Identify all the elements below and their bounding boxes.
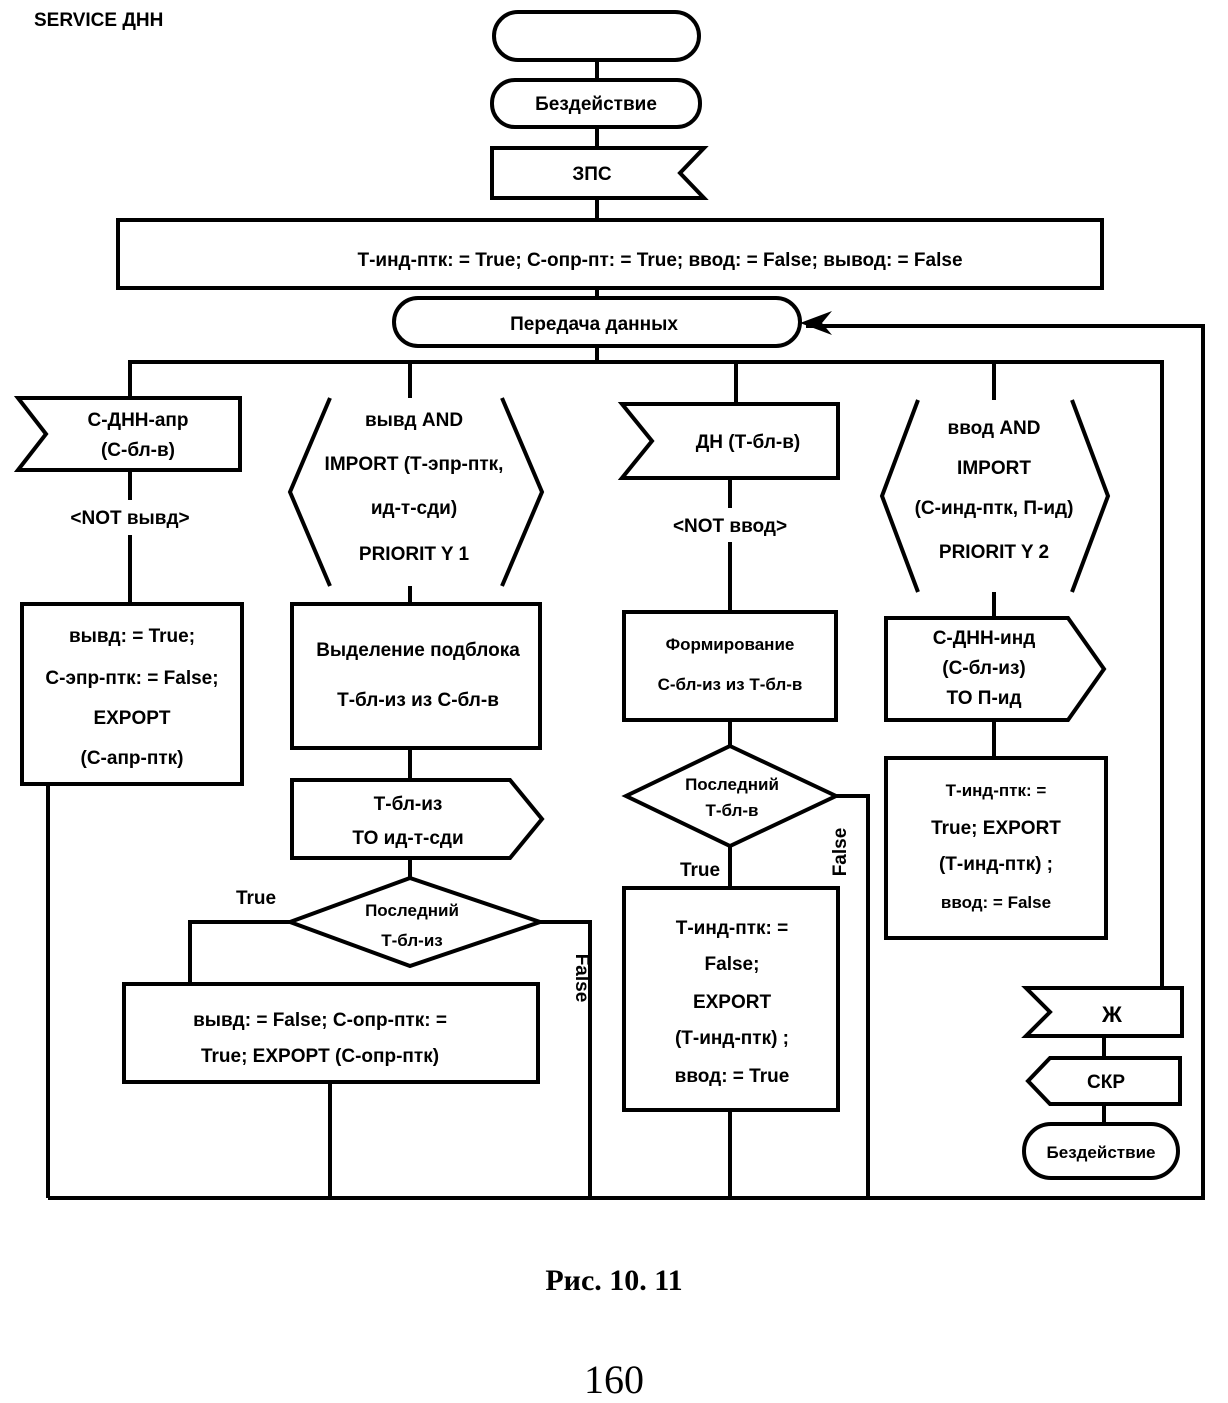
svg-text:Формирование: Формирование [666,635,795,654]
svg-text:вывд AND: вывд AND [365,410,463,431]
input-signal-dn: ДН (Т-бл-в) [617,402,840,480]
decision-last-tbl-v: Последний Т-бл-в [621,743,841,849]
connector-lines [46,60,1205,1200]
svg-text:Т-бл-в: Т-бл-в [705,801,758,820]
svg-text:Т-бл-из: Т-бл-из [381,931,442,950]
svg-text:(С-апр-птк): (С-апр-птк) [81,748,184,769]
data-transfer-label: Передача данных [510,314,678,335]
svg-text:TO ид-т-сди: TO ид-т-сди [352,828,463,849]
branch3-true-label: True [680,860,720,881]
output-signal-skr: СКР [1025,1056,1182,1106]
svg-text:Выделение подблока: Выделение подблока [316,640,520,661]
arrowhead-icon [800,311,832,335]
svg-text:Т-бл-из из С-бл-в: Т-бл-из из С-бл-в [337,690,499,711]
figure-caption: Рис. 10. 11 [545,1264,683,1297]
init-task-label: Т-инд-птк: = True; С-опр-пт: = True; вво… [357,250,962,271]
continuous-signal-priority-1: вывд AND IMPORT (Т-эпр-птк, ид-т-сди) PR… [287,397,545,587]
branch2-false-label: False [571,954,592,1003]
svg-text:Т-инд-птк: =: Т-инд-птк: = [676,918,788,939]
output-signal-tbl-iz: Т-бл-из TO ид-т-сди [290,778,545,860]
state-idle: Бездействие [490,78,702,129]
state-data-transfer: Передача данных [392,296,802,348]
svg-text:Последний: Последний [685,775,779,794]
input-signal-zh: Ж [1021,986,1184,1038]
condition-not-output: <NOT вывд> [70,508,189,529]
svg-text:IMPORT (Т-эпр-птк,: IMPORT (Т-эпр-птк, [325,454,504,475]
start-terminal [492,10,701,62]
svg-text:ввод AND: ввод AND [948,418,1041,439]
task-output-true: вывд: = True; С-эпр-птк: = False; EXPOPT… [20,602,244,786]
svg-text:С-бл-из из Т-бл-в: С-бл-из из Т-бл-в [658,675,803,694]
task-export-input: Т-инд-птк: = True; EXPORT (Т-инд-птк) ; … [884,756,1108,940]
svg-text:(Т-инд-птк) ;: (Т-инд-птк) ; [939,854,1053,875]
svg-text:ид-т-сди): ид-т-сди) [371,498,457,519]
input-signal-zps: ЗПС [490,146,709,200]
input-signal-sdnn-apr: С-ДНН-апр (С-бл-в) [13,396,242,472]
svg-text:вывд: = False; С-опр-птк: =: вывд: = False; С-опр-птк: = [193,1010,447,1031]
svg-text:С-ДНН-апр: С-ДНН-апр [87,410,188,431]
svg-text:С-эпр-птк: = False;: С-эпр-птк: = False; [45,668,218,689]
svg-text:Т-инд-птк: =: Т-инд-птк: = [946,781,1047,800]
svg-text:(С-бл-из): (С-бл-из) [942,658,1026,679]
init-task: Т-инд-птк: = True; С-опр-пт: = True; вво… [116,218,1104,290]
svg-text:True; EXPOPT (С-опр-птк): True; EXPOPT (С-опр-птк) [201,1046,439,1067]
svg-text:ввод: = False: ввод: = False [941,893,1051,912]
condition-not-input: <NOT ввод> [673,516,787,537]
task-output-false: вывд: = False; С-опр-птк: = True; EXPOPT… [122,982,540,1084]
task-extract-subblock: Выделение подблока Т-бл-из из С-бл-в [290,602,542,750]
output-signal-sdnn-ind: С-ДНН-инд (С-бл-из) TO П-ид [884,616,1107,722]
continuous-signal-priority-2: ввод AND IMPORT (С-инд-птк, П-ид) PRIORI… [879,399,1111,593]
svg-text:(Т-инд-птк) ;: (Т-инд-птк) ; [675,1028,789,1049]
svg-text:False;: False; [705,954,760,975]
svg-text:Последний: Последний [365,901,459,920]
svg-text:Бездействие: Бездействие [1047,1143,1156,1162]
svg-text:(С-инд-птк, П-ид): (С-инд-птк, П-ид) [915,498,1074,519]
svg-text:С-ДНН-инд: С-ДНН-инд [933,628,1036,649]
svg-text:ДН (Т-бл-в): ДН (Т-бл-в) [696,432,800,453]
svg-text:СКР: СКР [1087,1072,1125,1093]
svg-text:ввод: = True: ввод: = True [675,1066,790,1087]
page-header: SERVICE ДНН [34,10,164,31]
svg-text:EXPOPT: EXPOPT [93,708,170,729]
task-form-block: Формирование С-бл-из из Т-бл-в [622,610,838,722]
task-export-ind: Т-инд-птк: = False; EXPORT (Т-инд-птк) ;… [622,886,840,1112]
svg-text:TO П-ид: TO П-ид [946,688,1021,709]
svg-text:IMPORT: IMPORT [957,458,1031,479]
svg-text:PRIORIT Y 1: PRIORIT Y 1 [359,544,470,565]
svg-text:вывд: = True;: вывд: = True; [69,626,195,647]
state-idle-label: Бездействие [535,94,657,115]
state-idle-final: Бездействие [1022,1122,1180,1180]
page-number: 160 [584,1357,644,1402]
svg-text:EXPORT: EXPORT [693,992,772,1013]
svg-text:True; EXPORT: True; EXPORT [931,818,1061,839]
decision-last-tbl-iz: Последний Т-бл-из [284,875,547,969]
zps-label: ЗПС [572,164,612,185]
branch2-true-label: True [236,888,276,909]
svg-text:Ж: Ж [1101,1002,1122,1027]
svg-text:Т-бл-из: Т-бл-из [374,794,443,815]
svg-text:PRIORIT Y 2: PRIORIT Y 2 [939,542,1049,563]
svg-text:(С-бл-в): (С-бл-в) [101,440,175,461]
branch3-false-label: False [830,828,851,877]
